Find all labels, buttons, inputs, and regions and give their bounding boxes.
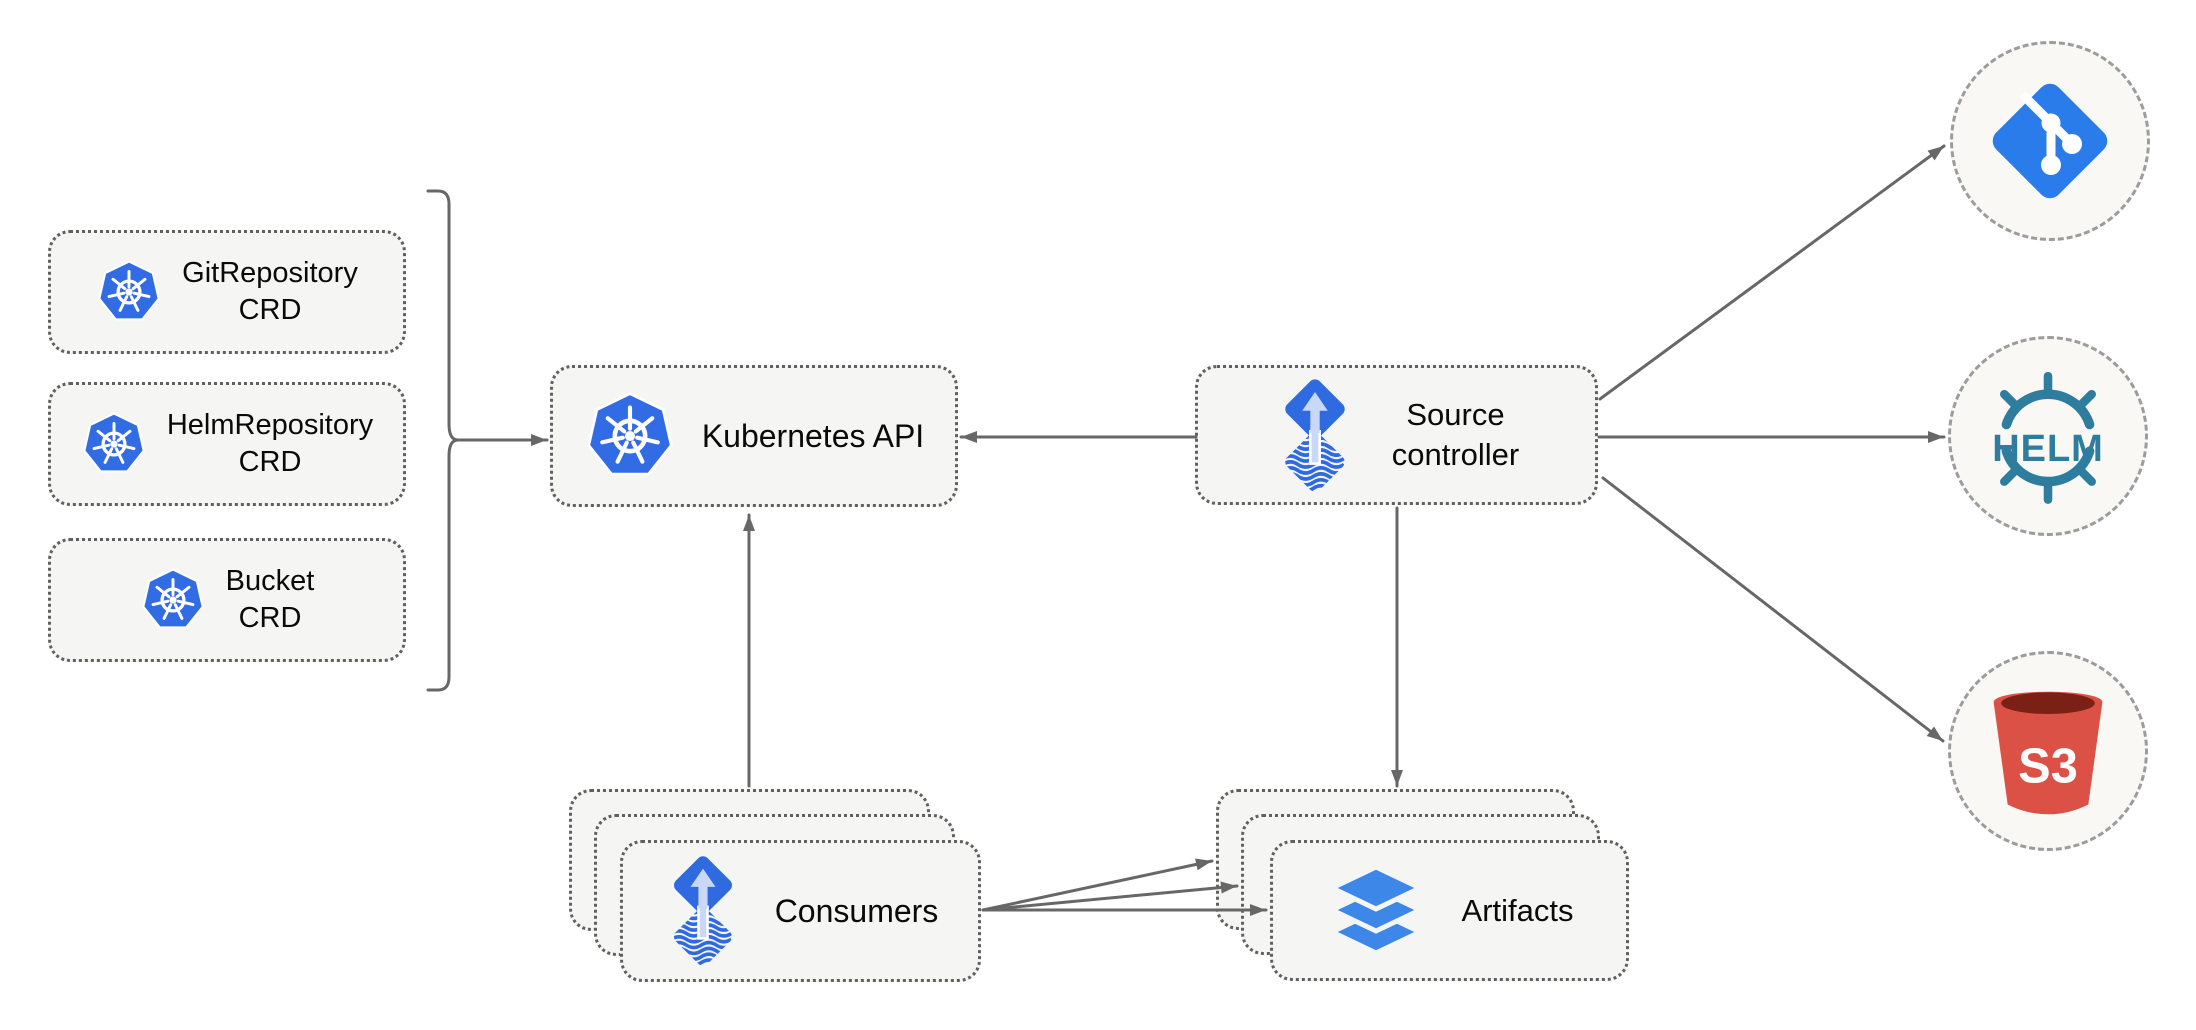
kubernetes-icon bbox=[142, 568, 204, 629]
consumers-label: Consumers bbox=[774, 892, 939, 929]
edge-source-controller-to-git bbox=[1598, 144, 1946, 401]
node-gitrepository-crd: GitRepository CRD bbox=[48, 230, 406, 354]
node-kubernetes-api: Kubernetes API bbox=[550, 365, 958, 507]
node-source-controller: Source controller bbox=[1195, 365, 1598, 505]
helm-logo-text: HELM bbox=[1992, 428, 2103, 470]
node-bucket-crd: Bucket CRD bbox=[48, 538, 406, 662]
edge-source-controller-to-s3 bbox=[1601, 476, 1945, 743]
node-helm-source: HELM bbox=[1948, 336, 2148, 536]
source-controller-label: Source controller bbox=[1391, 397, 1520, 472]
node-helmrepository-crd: HelmRepository CRD bbox=[48, 382, 406, 506]
gitrepository-crd-label: GitRepository CRD bbox=[182, 256, 358, 326]
bucket-crd-label: Bucket CRD bbox=[225, 564, 315, 634]
kubernetes-api-label: Kubernetes API bbox=[701, 417, 925, 454]
kubernetes-icon bbox=[83, 412, 145, 473]
flux-icon bbox=[670, 856, 732, 967]
node-s3-source: S3 bbox=[1948, 651, 2148, 851]
node-consumers: Consumers bbox=[620, 840, 981, 982]
s3-bucket-icon: S3 bbox=[1993, 691, 2103, 815]
artifacts-label: Artifacts bbox=[1461, 892, 1574, 928]
layers-icon bbox=[1325, 863, 1426, 956]
helm-icon: HELM bbox=[1992, 371, 2103, 504]
git-icon bbox=[1992, 83, 2108, 199]
flux-icon bbox=[1282, 378, 1345, 493]
s3-logo-text: S3 bbox=[2018, 740, 2078, 794]
edge-consumers-to-artifacts-1 bbox=[981, 858, 1214, 912]
helmrepository-crd-label: HelmRepository CRD bbox=[166, 408, 374, 478]
node-artifacts: Artifacts bbox=[1270, 840, 1629, 981]
kubernetes-icon bbox=[587, 392, 673, 476]
crd-group-bracket bbox=[426, 189, 460, 692]
edge-consumers-to-artifacts-2 bbox=[981, 881, 1239, 912]
kubernetes-icon bbox=[98, 260, 160, 321]
node-git-source bbox=[1950, 41, 2150, 241]
